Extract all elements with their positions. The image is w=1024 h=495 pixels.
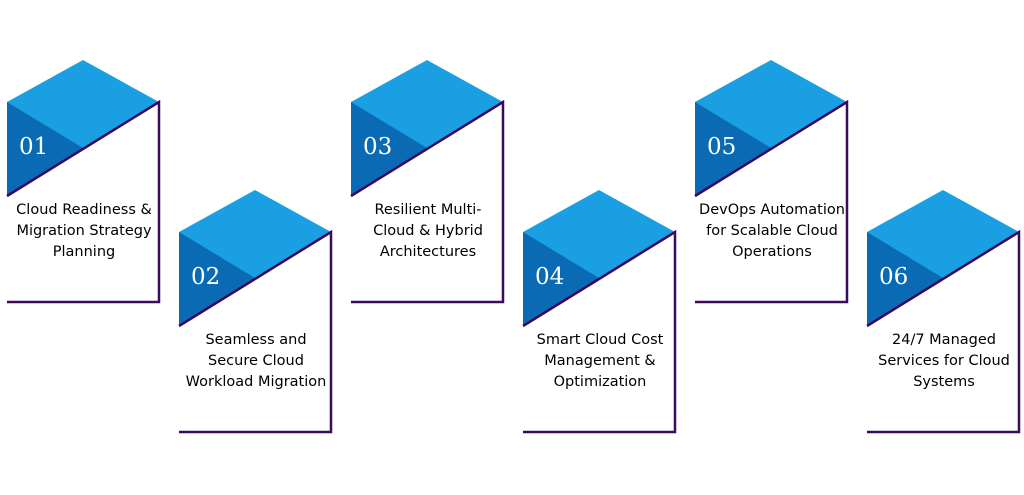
step-card-6: 06 24/7 Managed Services for Cloud Syste… bbox=[866, 190, 1021, 452]
step-shape-6 bbox=[866, 190, 1021, 434]
step-card-3: 03 Resilient Multi-Cloud & Hybrid Archit… bbox=[350, 60, 505, 322]
step-label: Cloud Readiness & Migration Strategy Pla… bbox=[16, 202, 152, 260]
step-label: Seamless and Secure Cloud Workload Migra… bbox=[185, 332, 327, 390]
step-number: 01 bbox=[19, 134, 49, 160]
step-label: 24/7 Managed Services for Cloud Systems bbox=[878, 332, 1010, 390]
step-number: 04 bbox=[535, 264, 565, 290]
step-shape-4 bbox=[522, 190, 677, 434]
step-shape-3 bbox=[350, 60, 505, 304]
step-shape-5 bbox=[694, 60, 849, 304]
step-label: Resilient Multi-Cloud & Hybrid Architect… bbox=[373, 202, 483, 260]
step-card-2: 02 Seamless and Secure Cloud Workload Mi… bbox=[178, 190, 333, 452]
step-number: 02 bbox=[191, 264, 221, 290]
step-number: 03 bbox=[363, 134, 393, 160]
step-card-5: 05 DevOps Automation for Scalable Cloud … bbox=[694, 60, 849, 322]
step-label: DevOps Automation for Scalable Cloud Ope… bbox=[699, 202, 845, 260]
step-card-4: 04 Smart Cloud Cost Management & Optimiz… bbox=[522, 190, 677, 452]
step-shape-2 bbox=[178, 190, 333, 434]
step-label: Smart Cloud Cost Management & Optimizati… bbox=[536, 332, 664, 390]
step-number: 05 bbox=[707, 134, 737, 160]
step-card-1: 01 Cloud Readiness & Migration Strategy … bbox=[6, 60, 161, 322]
step-number: 06 bbox=[879, 264, 909, 290]
step-shape-1 bbox=[6, 60, 161, 304]
